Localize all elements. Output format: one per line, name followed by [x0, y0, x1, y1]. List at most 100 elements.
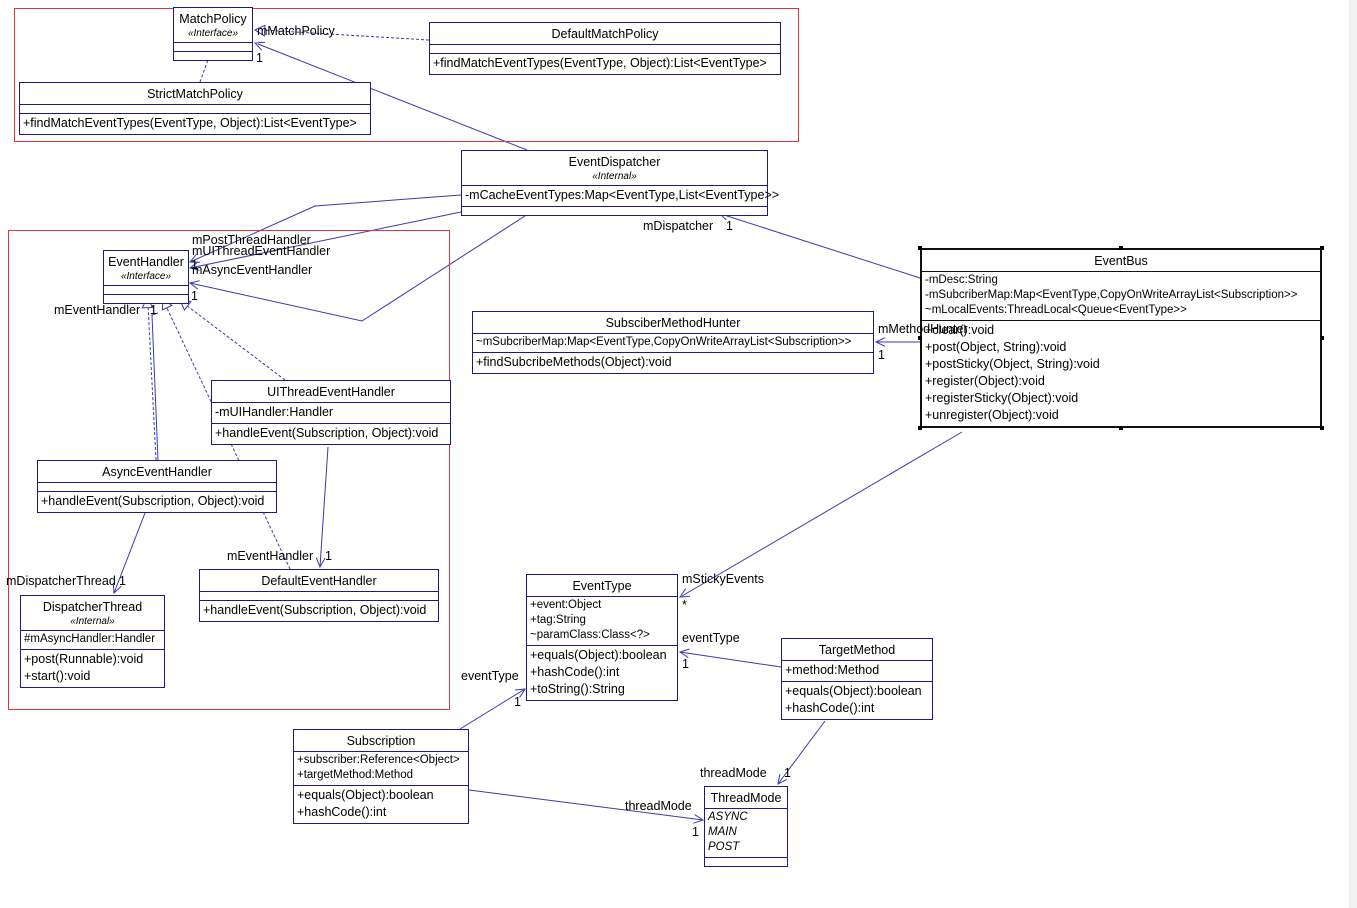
association-m-async-event-handler: [189, 213, 529, 322]
selection-handle[interactable]: [1119, 426, 1123, 430]
association-arrowhead: [777, 774, 788, 785]
event-type-class[interactable]: EventType +event:Object +tag:String ~paramC…: [526, 574, 678, 701]
ui-thread-event-handler-class[interactable]: UIThreadEventHandler -mUIHandler:Handler +…: [211, 380, 451, 445]
attribute-row[interactable]: -mSubcriberMap:Map<EventType,CopyOnWrite…: [925, 289, 1298, 301]
attribute-row[interactable]: +subscriber:Reference<Object>: [297, 754, 460, 766]
operations-compartment: +equals(Object):boolean +hashCode():int: [294, 785, 468, 823]
attribute-row[interactable]: #mAsyncHandler:Handler: [24, 633, 156, 645]
subscription-class[interactable]: Subscription+subscriber:Reference<Object…: [293, 729, 469, 824]
operation-row[interactable]: +clear():void: [925, 323, 995, 337]
multiplicity-label: 1: [726, 219, 733, 233]
class-name: DefaultEventHandler: [261, 574, 377, 588]
association-m-event-handler-left: [151, 312, 159, 461]
operation-row[interactable]: +post(Runnable):void: [24, 652, 144, 666]
operation-row[interactable]: +unregister(Object):void: [925, 408, 1059, 422]
operations-compartment: [174, 51, 252, 60]
class-name: EventBus: [1094, 254, 1148, 268]
selection-handle[interactable]: [918, 426, 922, 430]
enum-literal[interactable]: ASYNC: [708, 811, 748, 823]
operations-compartment: +post(Runnable):void +start():void: [21, 649, 164, 687]
selection-handle[interactable]: [918, 336, 922, 340]
default-match-policy-class[interactable]: DefaultMatchPolicy+findMatchEventTypes(E…: [429, 22, 781, 75]
role-label: mUIThreadEventHandler: [192, 244, 331, 258]
attributes-compartment: [104, 285, 188, 294]
operation-row[interactable]: +hashCode():int: [785, 701, 875, 715]
multiplicity-label: 1: [682, 657, 689, 671]
dispatcher-thread-class[interactable]: DispatcherThread«Internal»#mAsyncHandler…: [20, 595, 165, 688]
attributes-compartment: [430, 44, 780, 53]
attribute-row[interactable]: -mDesc:String: [925, 274, 998, 286]
multiplicity-label: 1: [325, 549, 332, 563]
operation-row[interactable]: +register(Object):void: [925, 374, 1045, 388]
operation-row[interactable]: +findSubcribeMethods(Object):void: [476, 355, 672, 369]
operation-row[interactable]: +equals(Object):boolean: [297, 788, 434, 802]
attribute-row[interactable]: -mUIHandler:Handler: [215, 405, 334, 419]
operation-row[interactable]: +handleEvent(Subscription, Object):void: [41, 494, 265, 508]
selection-handle[interactable]: [1320, 426, 1324, 430]
class-name: ThreadMode: [710, 791, 782, 805]
attribute-row[interactable]: +tag:String: [530, 614, 586, 626]
association-arrowhead: [188, 280, 200, 290]
vertical-scrollbar[interactable]: [1349, 0, 1357, 908]
multiplicity-label: 1: [692, 825, 699, 839]
default-event-handler-class[interactable]: DefaultEventHandler +handleEvent(Subscrip…: [199, 569, 439, 622]
operation-row[interactable]: +findMatchEventTypes(EventType, Object):…: [23, 116, 357, 130]
class-header: ThreadMode: [705, 787, 787, 808]
strict-match-policy-class[interactable]: StrictMatchPolicy +findMatchEventTypes(Ev…: [19, 82, 371, 135]
operations-compartment: +findSubcribeMethods(Object):void: [473, 352, 873, 373]
role-label: threadMode: [700, 766, 767, 780]
multiplicity-label: 1: [191, 289, 198, 303]
operation-row[interactable]: +hashCode():int: [297, 805, 387, 819]
attribute-row[interactable]: +targetMethod:Method: [297, 769, 414, 781]
operations-compartment: +handleEvent(Subscription, Object):void: [200, 600, 438, 621]
attributes-compartment: ASYNC MAIN POST: [705, 808, 787, 857]
attributes-compartment: #mAsyncHandler:Handler: [21, 630, 164, 649]
operation-row[interactable]: +postSticky(Object, String):void: [925, 357, 1100, 371]
attribute-row[interactable]: +event:Object: [530, 599, 602, 611]
selection-handle[interactable]: [1320, 246, 1324, 250]
target-method-class[interactable]: TargetMethod +method:Method +equals(Object…: [781, 638, 933, 720]
match-policy-class[interactable]: MatchPolicy«Interface»: [173, 7, 253, 61]
role-label: threadMode: [625, 799, 692, 813]
async-event-handler-class[interactable]: AsyncEventHandler +handleEvent(Subscripti…: [37, 460, 277, 513]
class-name: StrictMatchPolicy: [147, 87, 243, 101]
class-name: EventDispatcher: [568, 155, 661, 169]
subscriber-method-hunter-class[interactable]: SubsciberMethodHunter~mSubcriberMap:Map<…: [472, 311, 874, 374]
event-handler-class[interactable]: EventHandler«Interface»: [103, 250, 189, 304]
attribute-row[interactable]: ~mLocalEvents:ThreadLocal<Queue<EventTyp…: [925, 304, 1187, 316]
attribute-row[interactable]: +method:Method: [785, 663, 880, 677]
realization-default-match-policy: [261, 29, 430, 41]
operation-row[interactable]: +start():void: [24, 669, 91, 683]
enum-literal[interactable]: POST: [708, 841, 740, 853]
association-arrowhead: [112, 582, 122, 595]
operation-row[interactable]: +findMatchEventTypes(EventType, Object):…: [433, 56, 767, 70]
operation-row[interactable]: +equals(Object):boolean: [785, 684, 922, 698]
event-bus-class[interactable]: EventBus -mDesc:String -mSubcriberMap:Map<…: [920, 248, 1322, 428]
operation-row[interactable]: +hashCode():int: [530, 665, 620, 679]
class-name: EventType: [572, 579, 632, 593]
enum-literal[interactable]: MAIN: [708, 826, 737, 838]
attribute-row[interactable]: ~paramClass:Class<?>: [530, 629, 650, 641]
operation-row[interactable]: +toString():String: [530, 682, 625, 696]
class-header: TargetMethod: [782, 639, 932, 660]
operation-row[interactable]: +handleEvent(Subscription, Object):void: [203, 603, 427, 617]
selection-handle[interactable]: [1320, 336, 1324, 340]
operation-row[interactable]: +post(Object, String):void: [925, 340, 1067, 354]
event-dispatcher-class[interactable]: EventDispatcher«Internal»-mCacheEventTyp…: [461, 150, 780, 216]
realization-arrowhead: [253, 24, 266, 37]
class-header: AsyncEventHandler: [38, 461, 276, 482]
attribute-row[interactable]: ~mSubcriberMap:Map<EventType,CopyOnWrite…: [476, 336, 852, 348]
role-label: eventType: [461, 669, 519, 683]
selection-handle[interactable]: [918, 246, 922, 250]
operations-compartment: [462, 206, 767, 215]
operations-compartment: +handleEvent(Subscription, Object):void: [38, 491, 276, 512]
operation-row[interactable]: +registerSticky(Object):void: [925, 391, 1079, 405]
role-label: eventType: [682, 631, 740, 645]
selection-handle[interactable]: [1119, 246, 1123, 250]
operation-row[interactable]: +handleEvent(Subscription, Object):void: [215, 426, 439, 440]
class-header: UIThreadEventHandler: [212, 381, 450, 402]
attribute-row[interactable]: -mCacheEventTypes:Map<EventType,List<Eve…: [465, 188, 780, 202]
operation-row[interactable]: +equals(Object):boolean: [530, 648, 667, 662]
class-header: StrictMatchPolicy: [20, 83, 370, 104]
